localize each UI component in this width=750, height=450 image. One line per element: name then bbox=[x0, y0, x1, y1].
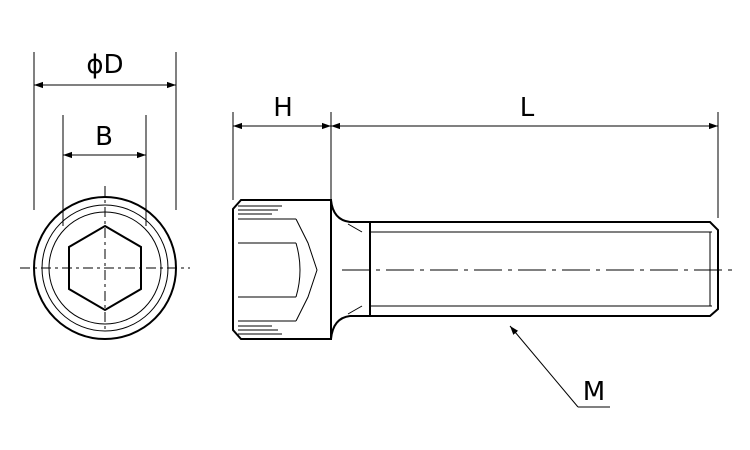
neck-fillet-bottom bbox=[330, 315, 370, 340]
end-view: ϕD B bbox=[20, 50, 190, 340]
m-leader-line bbox=[509, 325, 579, 408]
neck-fillet-top bbox=[330, 199, 370, 223]
hex-socket bbox=[68, 224, 142, 312]
h-label: H bbox=[273, 93, 293, 123]
m-label: M bbox=[583, 377, 605, 407]
threaded-shank bbox=[370, 221, 719, 317]
l-label: L bbox=[520, 93, 535, 123]
side-view: H L bbox=[232, 93, 734, 408]
screw-head bbox=[232, 199, 332, 340]
b-label: B bbox=[95, 122, 113, 152]
neck-chamfer-top bbox=[347, 223, 363, 233]
neck-chamfer-bottom bbox=[347, 305, 363, 315]
phi-d-label: ϕD bbox=[86, 50, 123, 80]
head-socket-profile bbox=[238, 218, 318, 322]
head-knurl bbox=[238, 205, 282, 335]
